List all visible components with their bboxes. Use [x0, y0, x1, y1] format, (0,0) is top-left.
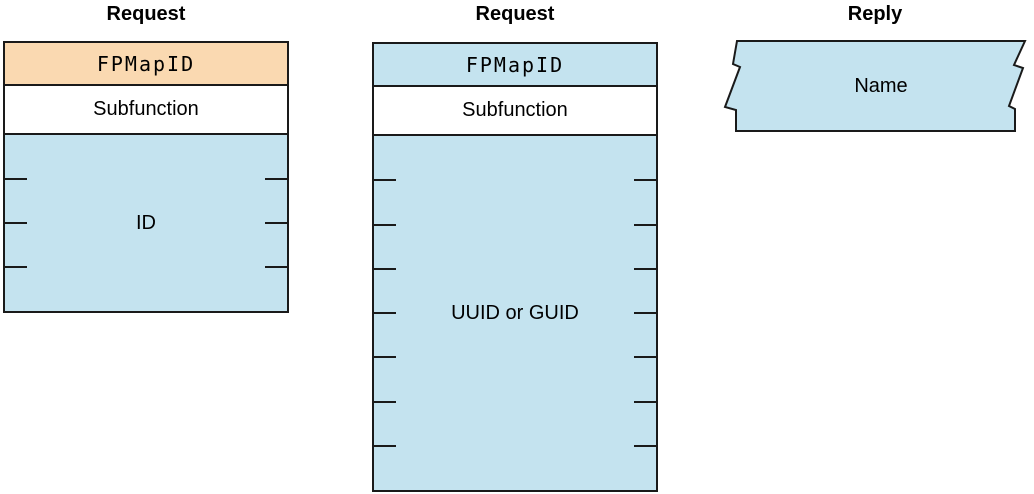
byte-boundary-tick: [634, 400, 656, 403]
byte-boundary-tick: [634, 312, 656, 314]
field-name: Name: [854, 74, 908, 97]
request-2-message-box: FPMapID Subfunction UUID or GUID: [372, 42, 658, 492]
byte-boundary-tick: [374, 267, 396, 270]
byte-boundary-tick: [374, 400, 396, 403]
field-subfunction: Subfunction: [5, 84, 287, 133]
field-uuid-or-guid-label: UUID or GUID: [451, 301, 579, 324]
byte-boundary-tick: [5, 266, 27, 268]
byte-boundary-tick: [634, 444, 656, 447]
reply-ribbon-shape: [723, 40, 1027, 132]
field-id: ID: [5, 133, 287, 311]
field-id-label: ID: [136, 211, 156, 234]
byte-boundary-tick: [5, 222, 27, 224]
byte-boundary-tick: [265, 266, 287, 268]
field-fpmapid: FPMapID: [374, 44, 656, 85]
field-uuid-or-guid: UUID or GUID: [374, 134, 656, 490]
byte-boundary-tick: [634, 223, 656, 226]
reply-title: Reply: [847, 3, 903, 25]
byte-boundary-tick: [374, 356, 396, 359]
byte-boundary-tick: [374, 179, 396, 182]
byte-boundary-tick: [634, 179, 656, 182]
field-fpmapid: FPMapID: [5, 43, 287, 84]
byte-boundary-tick: [5, 178, 27, 180]
byte-boundary-tick: [265, 222, 287, 224]
request-1-title: Request: [106, 3, 186, 25]
byte-boundary-tick: [265, 178, 287, 180]
reply-ribbon-polygon: [723, 40, 1027, 132]
byte-boundary-tick: [374, 312, 396, 314]
request-1-message-box: FPMapID Subfunction ID: [3, 41, 289, 313]
byte-boundary-tick: [374, 223, 396, 226]
byte-boundary-tick: [634, 267, 656, 270]
byte-boundary-tick: [374, 444, 396, 447]
request-2-title: Request: [475, 3, 555, 25]
byte-boundary-tick: [634, 356, 656, 359]
field-subfunction: Subfunction: [374, 85, 656, 134]
